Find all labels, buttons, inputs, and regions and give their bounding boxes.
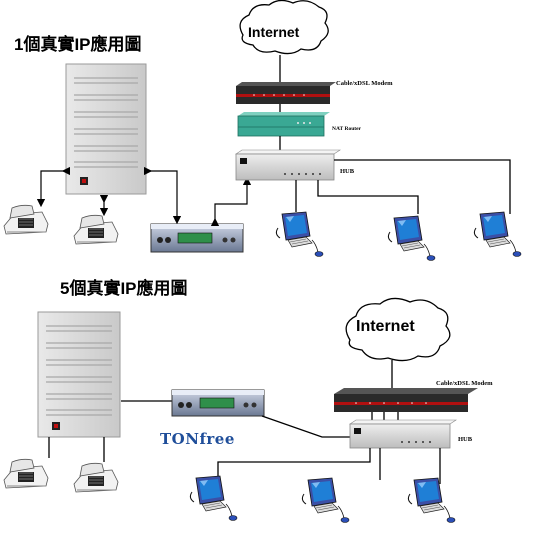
hub-1: [235, 149, 341, 181]
pc-2b: [301, 477, 350, 523]
internet-cloud-2: [345, 297, 451, 362]
phone-links-2: [48, 437, 105, 462]
hub-2: [349, 419, 457, 449]
diagram-2-title: 5個真實IP應用圖: [60, 279, 188, 298]
internet-label-2: Internet: [356, 318, 415, 335]
phone-links-1: [36, 166, 109, 217]
phone-1a: [3, 204, 49, 235]
router-label-1: NAT Router: [332, 126, 361, 132]
voip-gateway-1: [150, 223, 244, 253]
pc-1b: [387, 215, 436, 261]
tonfree-brand-logo: TONfree: [160, 430, 235, 448]
cable-modem-1: [236, 82, 336, 104]
gateway-hub-link-2: [261, 415, 350, 438]
modem-label-2: Cable/xDSL Modem: [436, 380, 493, 387]
pc-2c: [407, 477, 456, 523]
pbx-cabinet-1: [65, 63, 147, 195]
hub-pc-links-1: [295, 159, 511, 214]
hub-label-2: HUB: [458, 436, 473, 443]
cable-modem-2: [334, 388, 478, 412]
pc-1a: [275, 211, 324, 257]
pbx-gateway-link-1: [143, 166, 182, 225]
phone-2b: [73, 462, 119, 493]
phone-1b: [73, 214, 119, 245]
pc-1c: [473, 211, 522, 257]
internet-cloud-1: [239, 0, 329, 55]
phone-2a: [3, 458, 49, 489]
pbx-cabinet-2: [37, 311, 121, 438]
modem-label-1: Cable/xDSL Modem: [336, 80, 393, 87]
nat-router-1: [237, 112, 330, 137]
voip-gateway-2: [171, 389, 265, 417]
gateway-hub-link-1: [210, 176, 252, 227]
hub-label-1: HUB: [340, 168, 355, 175]
internet-label-1: Internet: [248, 24, 300, 40]
diagram-1-title: 1個真實IP應用圖: [14, 35, 142, 54]
hub-pc-links-2: [217, 448, 441, 484]
pc-2a: [189, 475, 238, 521]
